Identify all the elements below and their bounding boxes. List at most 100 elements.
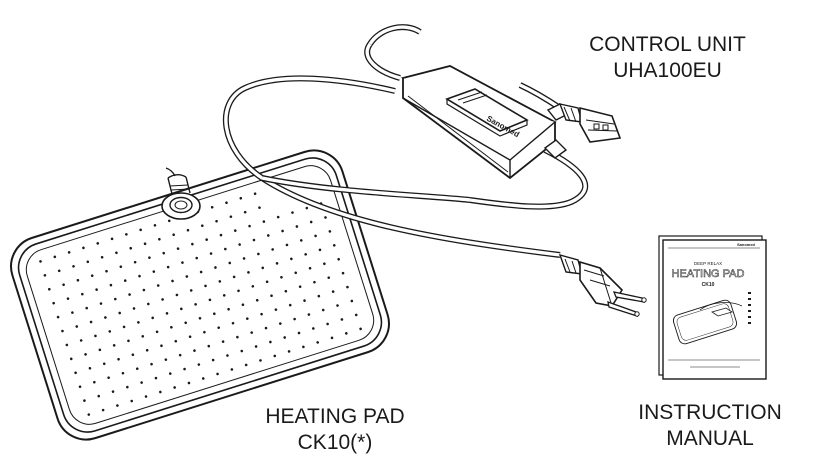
pad-dot bbox=[104, 316, 107, 319]
pad-dot bbox=[86, 260, 90, 264]
pad-dot bbox=[298, 285, 302, 289]
manual-kicker: DEEP RELAX bbox=[694, 261, 722, 266]
pad-dot bbox=[224, 247, 227, 251]
pad-dot bbox=[228, 261, 232, 265]
pad-dot bbox=[107, 376, 110, 380]
pad-dot bbox=[125, 233, 128, 236]
pad-dot bbox=[130, 399, 134, 403]
pad-dot bbox=[113, 297, 117, 301]
pad-dot bbox=[337, 257, 340, 261]
pad-dot bbox=[170, 325, 173, 329]
pad-dot bbox=[116, 404, 119, 407]
manual-title: HEATING PAD bbox=[672, 268, 745, 280]
pad-dot bbox=[219, 233, 223, 237]
pad-dot bbox=[332, 244, 336, 247]
pad-dot bbox=[98, 348, 102, 352]
pad-dot bbox=[143, 242, 147, 246]
pad-dot bbox=[257, 252, 260, 256]
pad-dot bbox=[161, 298, 164, 301]
pad-dot bbox=[280, 275, 283, 279]
pad-dot bbox=[211, 358, 215, 362]
pad-dot bbox=[145, 348, 149, 352]
pad-dot bbox=[159, 390, 162, 394]
pad-dot bbox=[133, 260, 137, 264]
pad-dot bbox=[341, 271, 345, 275]
pad-dot bbox=[148, 256, 151, 259]
pad-dot bbox=[186, 228, 190, 232]
pad-dot bbox=[135, 367, 139, 370]
pad-dot bbox=[191, 242, 194, 246]
pad-dot bbox=[213, 312, 216, 316]
pad-dot bbox=[156, 284, 160, 287]
pad-dot bbox=[327, 276, 331, 279]
pad-dot bbox=[258, 206, 261, 209]
pad-dot bbox=[210, 205, 214, 209]
pad-dot bbox=[354, 313, 358, 317]
pad-dot bbox=[57, 269, 61, 273]
pad-dot bbox=[101, 408, 105, 412]
pad-dot bbox=[230, 368, 234, 371]
pad-dot bbox=[302, 345, 305, 349]
pad-dot bbox=[122, 325, 126, 329]
pad-dot bbox=[236, 335, 239, 339]
pad-dot bbox=[94, 334, 97, 338]
pad-dot bbox=[203, 330, 206, 334]
pad-dot bbox=[137, 321, 140, 324]
pad-dot bbox=[56, 315, 60, 319]
pad-dot bbox=[283, 336, 286, 339]
pad-dot bbox=[128, 293, 131, 296]
pad-dot bbox=[99, 302, 103, 305]
pad-dot bbox=[158, 237, 161, 241]
pad-dot bbox=[111, 390, 115, 393]
pad-dot bbox=[184, 321, 187, 325]
pad-dot bbox=[237, 289, 240, 293]
heating-pad bbox=[10, 149, 390, 441]
pad-dot bbox=[165, 312, 169, 315]
pad-dot bbox=[173, 386, 176, 389]
pad-dot bbox=[252, 238, 256, 242]
pad-dot bbox=[174, 339, 178, 343]
pad-connector bbox=[161, 167, 201, 220]
pad-dot bbox=[209, 252, 213, 255]
pad-dot bbox=[222, 294, 226, 297]
pad-dot bbox=[309, 220, 313, 224]
pad-dot bbox=[85, 306, 88, 310]
pad-dot bbox=[331, 290, 335, 293]
pad-dot bbox=[129, 246, 133, 250]
pad-dot bbox=[215, 219, 218, 223]
pad-dot bbox=[171, 279, 174, 283]
pad-dot bbox=[178, 353, 182, 357]
pad-dot bbox=[251, 285, 255, 288]
pad-dot bbox=[154, 376, 158, 380]
pad-dot bbox=[80, 292, 84, 296]
pad-dot bbox=[214, 266, 217, 269]
pad-dot bbox=[345, 332, 348, 335]
pad-dot bbox=[189, 289, 193, 292]
pad-dot bbox=[151, 316, 154, 320]
pad-dot bbox=[147, 302, 150, 306]
control-unit: Sanomed bbox=[400, 65, 570, 180]
pad-dot bbox=[176, 247, 180, 250]
instruction-manual-label-line1: INSTRUCTION bbox=[638, 401, 782, 424]
pad-dot bbox=[284, 289, 288, 293]
pad-dot bbox=[109, 283, 113, 287]
pad-dot bbox=[175, 293, 179, 297]
pad-dot bbox=[119, 265, 123, 268]
pad-dot bbox=[88, 366, 92, 370]
pad-dot bbox=[108, 330, 112, 333]
pad-dot bbox=[164, 358, 168, 361]
pad-dot bbox=[273, 354, 277, 358]
pad-dot bbox=[181, 261, 184, 264]
pad-dot bbox=[62, 283, 65, 287]
heating-pad-label-line2: CK10(*) bbox=[297, 431, 373, 454]
pad-dot bbox=[336, 304, 339, 307]
pad-dot bbox=[105, 269, 108, 273]
pad-dot bbox=[243, 210, 247, 214]
pad-dot bbox=[155, 330, 159, 334]
instruction-manual: Sanomed DEEP RELAX HEATING PAD CK10 bbox=[658, 235, 767, 380]
pad-dot bbox=[132, 307, 136, 310]
pad-dot bbox=[274, 308, 278, 311]
pad-dot bbox=[123, 279, 127, 282]
pad-dot bbox=[112, 344, 116, 347]
pad-dot bbox=[297, 331, 301, 335]
